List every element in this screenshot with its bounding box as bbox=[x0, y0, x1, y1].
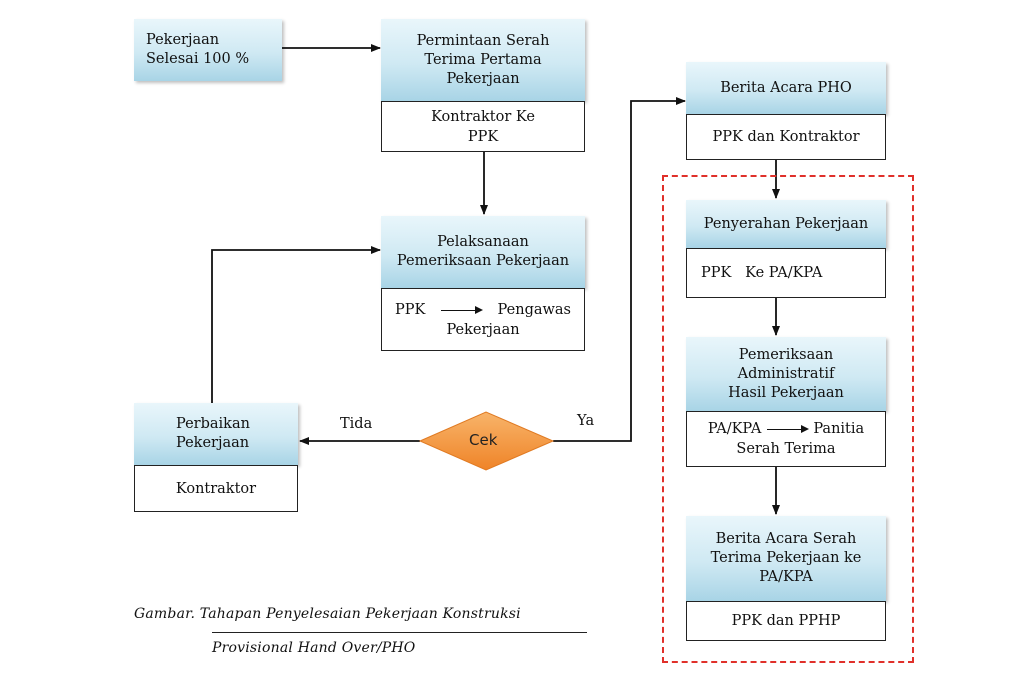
pelaksanaan-line2: Pekerjaan bbox=[446, 321, 520, 338]
node-pekerjaan-selesai-title: Pekerjaan Selesai 100 % bbox=[134, 19, 282, 81]
arrow-right-icon bbox=[439, 305, 484, 315]
pemeriksaan-to: Panitia bbox=[813, 421, 865, 437]
node-berita-pho-title: Berita Acara PHO bbox=[686, 62, 886, 114]
node-permintaan-body: Kontraktor Ke PPK bbox=[381, 101, 585, 152]
node-permintaan-title: Permintaan Serah Terima Pertama Pekerjaa… bbox=[381, 19, 585, 101]
pemeriksaan-from: PA/KPA bbox=[707, 421, 762, 437]
dashed-group-border bbox=[662, 175, 914, 663]
decision-diamond bbox=[418, 411, 555, 471]
pelaksanaan-from: PPK bbox=[395, 301, 426, 318]
node-perbaikan-body: Kontraktor bbox=[134, 465, 298, 512]
node-penyerahan-title: Penyerahan Pekerjaan bbox=[686, 200, 886, 248]
node-pemeriksaan-adm-title: Pemeriksaan Administratif Hasil Pekerjaa… bbox=[686, 337, 886, 411]
node-pelaksanaan-body: PPK Pengawas Pekerjaan bbox=[381, 288, 585, 351]
node-berita-pho-body: PPK dan Kontraktor bbox=[686, 114, 886, 160]
node-berita-serah-title: Berita Acara Serah Terima Pekerjaan ke P… bbox=[686, 516, 886, 601]
pemeriksaan-line2: Serah Terima bbox=[736, 441, 836, 457]
node-berita-serah-body: PPK dan PPHP bbox=[686, 601, 886, 641]
decision-label: Cek bbox=[469, 431, 498, 449]
node-pelaksanaan-title: Pelaksanaan Pemeriksaan Pekerjaan bbox=[381, 216, 585, 288]
edge-perbaikan-pelaksanaan bbox=[211, 246, 381, 403]
arrow-right-icon bbox=[765, 424, 810, 434]
figure-caption-line1: Gambar. Tahapan Penyelesaian Pekerjaan K… bbox=[134, 606, 521, 622]
caption-divider bbox=[212, 632, 587, 633]
node-perbaikan-title: Perbaikan Pekerjaan bbox=[134, 403, 298, 465]
figure-caption-line2: Provisional Hand Over/PHO bbox=[212, 640, 416, 656]
edge-label-tidak: Tida bbox=[340, 416, 373, 432]
node-penyerahan-body: PPK Ke PA/KPA bbox=[686, 248, 886, 298]
edge-cek-berita-pho bbox=[553, 97, 686, 442]
edge-label-ya: Ya bbox=[577, 413, 595, 429]
node-pemeriksaan-adm-body: PA/KPA Panitia Serah Terima bbox=[686, 411, 886, 467]
pelaksanaan-to: Pengawas bbox=[497, 301, 571, 318]
